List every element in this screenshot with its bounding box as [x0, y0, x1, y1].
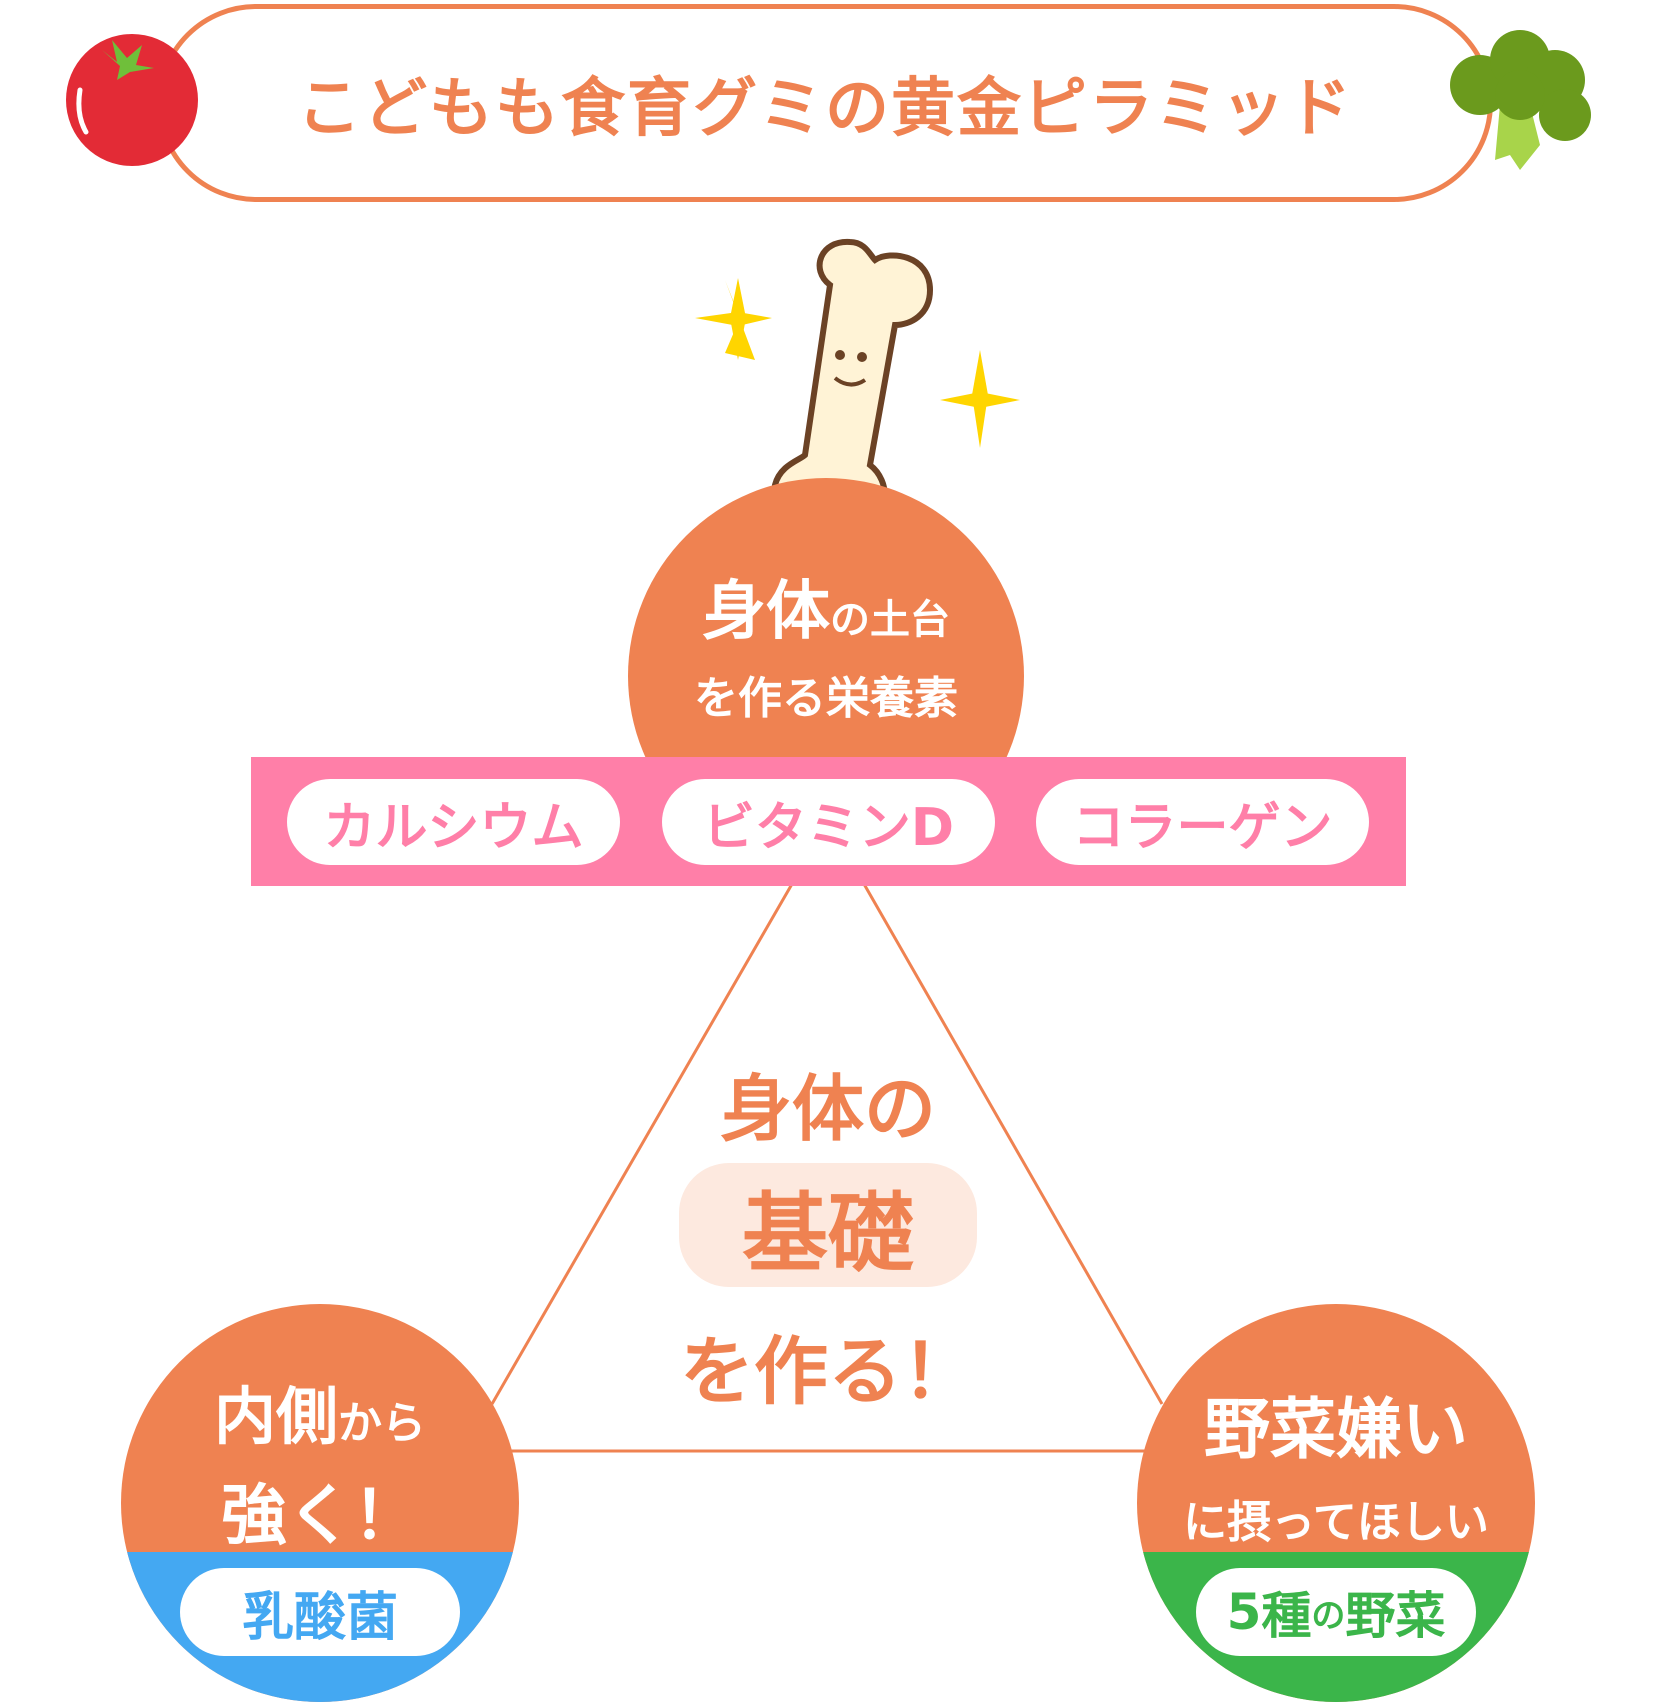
left-circle: 内側から 強く！ 乳酸菌: [121, 1304, 519, 1702]
top-subheading: を作る栄養素: [694, 673, 958, 724]
nutrient-collagen: コラーゲン: [1036, 779, 1369, 865]
top-heading-big: 身体: [702, 575, 830, 649]
right-subheading: に摂ってほしい: [1183, 1497, 1489, 1548]
left-heading-small: から: [338, 1398, 426, 1449]
bone-mascot-icon: [695, 238, 1020, 534]
title-text: こどもも食育グミの黄金ピラミッド: [297, 72, 1353, 146]
left-subheading: 強く！: [221, 1477, 419, 1554]
left-heading-big: 内側: [213, 1380, 338, 1453]
center-line3: を作る！: [680, 1329, 976, 1415]
nutrient-label: コラーゲン: [1072, 797, 1333, 858]
highlight-text: 基礎: [742, 1183, 914, 1284]
center-highlight: 基礎: [679, 1163, 977, 1287]
badge-big: 種: [1261, 1587, 1312, 1645]
left-band: 乳酸菌: [121, 1552, 519, 1702]
badge-text: 乳酸菌: [241, 1587, 398, 1648]
badge-end: 野菜: [1345, 1587, 1446, 1645]
tomato-icon: [66, 34, 198, 166]
right-heading: 野菜嫌い: [1204, 1391, 1468, 1468]
badge-num: 5: [1226, 1583, 1262, 1641]
nutrient-vitamin-d: ビタミンD: [662, 779, 995, 865]
nutrient-calcium: カルシウム: [287, 779, 620, 865]
left-badge: 乳酸菌: [180, 1568, 460, 1656]
page-title: こどもも食育グミの黄金ピラミッド: [157, 4, 1493, 202]
nutrient-label: カルシウム: [323, 797, 584, 858]
badge-small: の: [1311, 1595, 1346, 1636]
broccoli-icon: [1450, 30, 1591, 170]
center-line1: 身体の: [719, 1067, 936, 1151]
top-heading-small: の土台: [830, 597, 950, 643]
nutrient-label: ビタミンD: [702, 797, 955, 858]
